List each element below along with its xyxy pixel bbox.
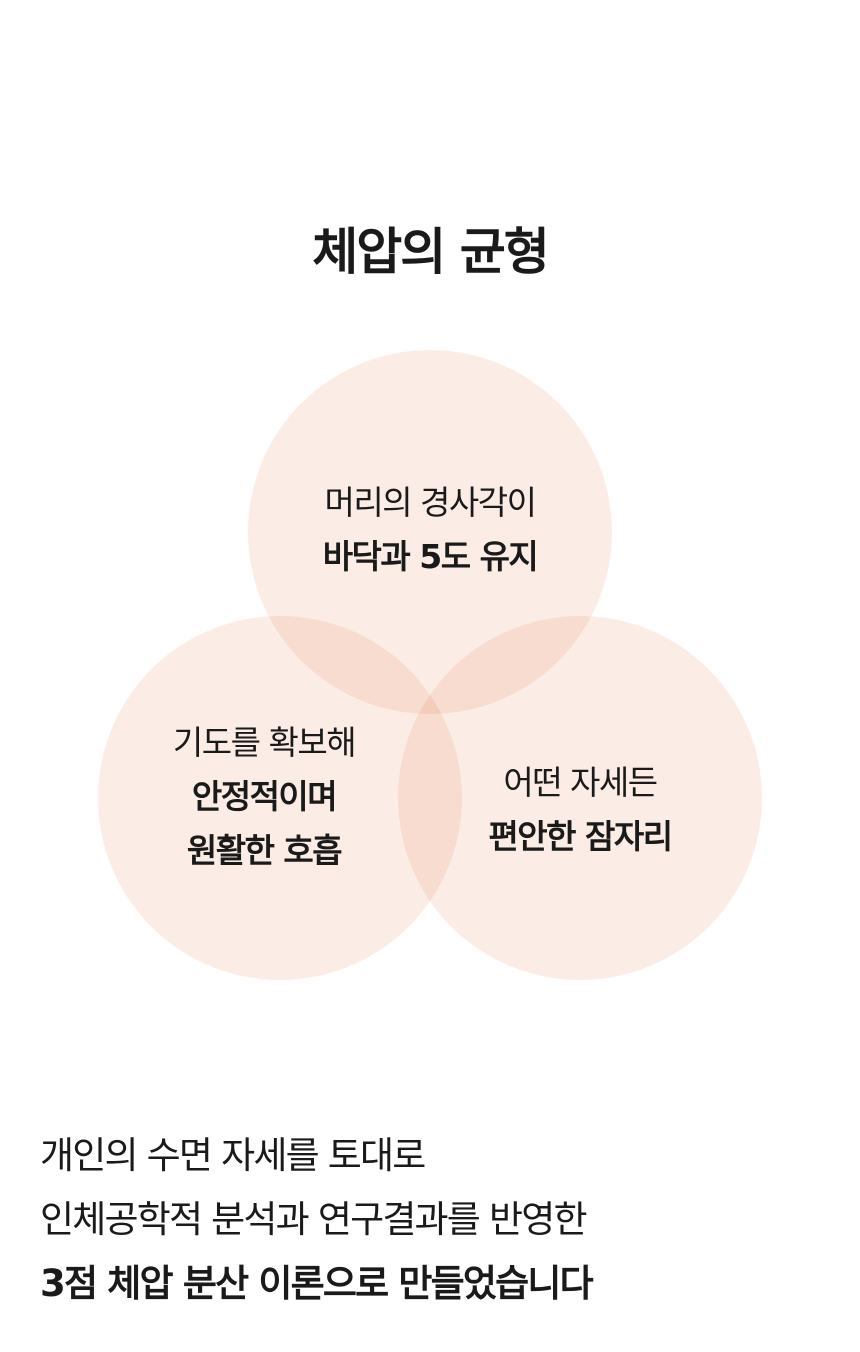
comfort-text: 어떤 자세든 편안한 잠자리	[398, 756, 762, 864]
airway-line1: 기도를 확보해	[172, 723, 357, 762]
head-angle-line1: 머리의 경사각이	[324, 483, 537, 522]
description-line2: 인체공학적 분석과 연구결과를 반영한	[40, 1198, 588, 1241]
comfort-line1: 어떤 자세든	[503, 763, 658, 802]
comfort-line2: 편안한 잠자리	[488, 817, 673, 856]
head-angle-line2: 바닥과 5도 유지	[322, 537, 539, 576]
head-angle-text: 머리의 경사각이 바닥과 5도 유지	[248, 476, 612, 584]
airway-line2: 안정적이며	[191, 777, 338, 816]
airway-line3: 원활한 호흡	[186, 831, 343, 870]
description: 개인의 수면 자세를 토대로 인체공학적 분석과 연구결과를 반영한 3점 체압…	[40, 1124, 594, 1316]
airway-text: 기도를 확보해 안정적이며 원활한 호흡	[82, 716, 446, 878]
page-title: 체압의 균형	[312, 223, 549, 281]
description-line1: 개인의 수면 자세를 토대로	[40, 1134, 426, 1177]
description-line3: 3점 체압 분산 이론으로 만들었습니다	[40, 1262, 594, 1305]
venn-circle-comfort	[398, 616, 762, 980]
